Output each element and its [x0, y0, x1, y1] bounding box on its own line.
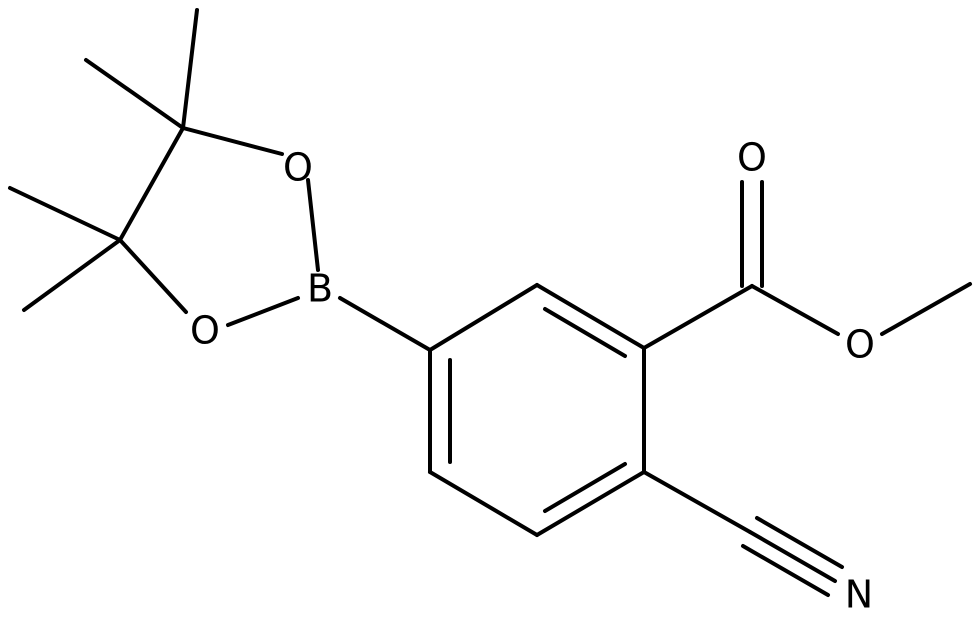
atom-o-carbonyl-label: O: [737, 136, 767, 180]
atom-b-label: B: [307, 267, 333, 311]
bond-c2-o2: [118, 238, 188, 314]
bond-ring-1: [428, 283, 539, 352]
bond-b-aryl: [338, 296, 432, 352]
bond-ring-4: [535, 470, 646, 537]
bond-c-o-ester: [750, 284, 840, 336]
bond-nitrile-triple-b: [748, 530, 837, 583]
bond-c1-c2: [118, 126, 185, 242]
bond-ring-4-inner: [543, 462, 627, 513]
bond-c2-methyl-a: [8, 186, 122, 242]
atom-o-ester-label: O: [845, 323, 875, 367]
bond-o1-b: [306, 178, 320, 272]
bond-ring-5: [428, 470, 539, 537]
bond-c1-o1: [181, 126, 284, 156]
atom-n-label: N: [845, 573, 873, 617]
bond-c1-methyl-b: [84, 58, 185, 130]
bond-ring-2-inner: [543, 307, 627, 358]
bond-ring-nitrile-c: [642, 470, 752, 534]
bond-ring-2: [535, 283, 646, 350]
atom-o2-label: O: [190, 309, 220, 353]
bond-nitrile-triple-a: [755, 516, 844, 569]
bond-o-methyl: [880, 282, 972, 336]
bond-o2-b: [226, 296, 300, 327]
bond-c2-methyl-b: [22, 238, 122, 312]
bond-ring-carbonyl-c: [642, 284, 754, 350]
atom-o1-label: O: [283, 146, 313, 190]
bond-nitrile-triple-c: [741, 544, 830, 597]
bond-c1-methyl-a: [181, 8, 199, 130]
